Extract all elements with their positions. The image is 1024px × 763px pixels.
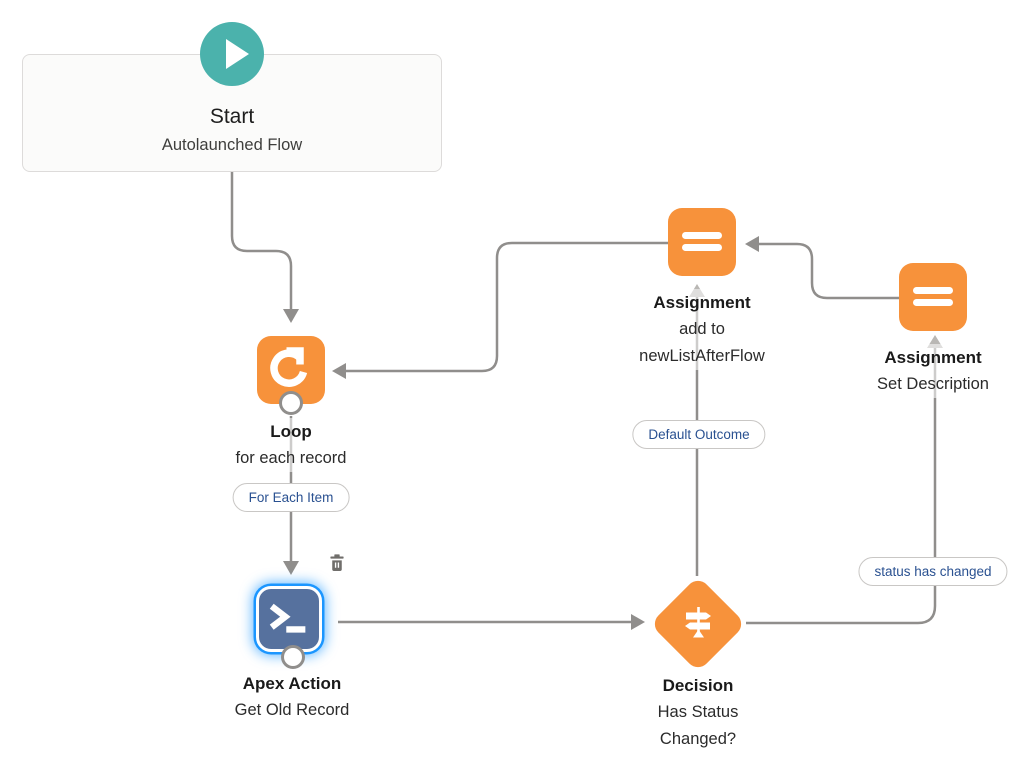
trash-icon[interactable]: [329, 554, 345, 572]
start-node-button[interactable]: [200, 22, 264, 86]
play-icon: [226, 39, 249, 69]
decision-node-type: Decision: [662, 676, 734, 695]
connector-assignment-add-to-loop[interactable]: [346, 241, 668, 373]
loop-node-label: Loop for each record: [206, 418, 376, 472]
assignment-set-type: Assignment: [884, 348, 982, 367]
apex-output-port[interactable]: [281, 645, 305, 669]
apex-node-name: Get Old Record: [234, 701, 350, 719]
loop-node-name: for each record: [235, 449, 347, 467]
start-node-subtitle: Autolaunched Flow: [161, 136, 303, 154]
connector-assignment-set-to-assignment-add[interactable]: [759, 242, 899, 300]
arrowhead-into-assignment-add-right: [745, 236, 759, 252]
connector-decision-to-assignment-set[interactable]: [746, 348, 937, 625]
arrowhead-into-loop-right: [332, 363, 346, 379]
arrowhead-into-decision: [631, 614, 645, 630]
decision-node-name: Has Status Changed?: [657, 703, 739, 748]
terminal-icon: [269, 603, 306, 633]
connector-start-to-loop[interactable]: [230, 172, 293, 310]
loop-branch-pill[interactable]: For Each Item: [232, 483, 350, 512]
equals-icon: [682, 232, 722, 251]
assignment-add-node[interactable]: [668, 208, 736, 276]
decision-default-outcome-pill[interactable]: Default Outcome: [632, 420, 766, 449]
decision-status-outcome-pill[interactable]: status has changed: [858, 557, 1008, 586]
assignment-add-type: Assignment: [653, 293, 751, 312]
equals-icon: [913, 287, 953, 306]
apex-action-node[interactable]: [256, 586, 322, 652]
loop-icon: [270, 347, 308, 387]
decision-node-label: Decision Has Status Changed?: [634, 672, 762, 753]
assignment-add-name: add to newListAfterFlow: [639, 320, 765, 365]
loop-node-type: Loop: [270, 422, 312, 441]
arrowhead-into-loop-top: [283, 309, 299, 323]
start-node-title: Start: [209, 105, 255, 128]
assignment-add-label: Assignment add to newListAfterFlow: [620, 289, 784, 370]
apex-node-type: Apex Action: [242, 674, 342, 693]
assignment-set-name: Set Description: [877, 375, 989, 393]
loop-output-port[interactable]: [279, 391, 303, 415]
assignment-set-node[interactable]: [899, 263, 967, 331]
assignment-set-label: Assignment Set Description: [843, 344, 1023, 398]
apex-node-label: Apex Action Get Old Record: [202, 670, 382, 724]
arrowhead-into-apex: [283, 561, 299, 575]
